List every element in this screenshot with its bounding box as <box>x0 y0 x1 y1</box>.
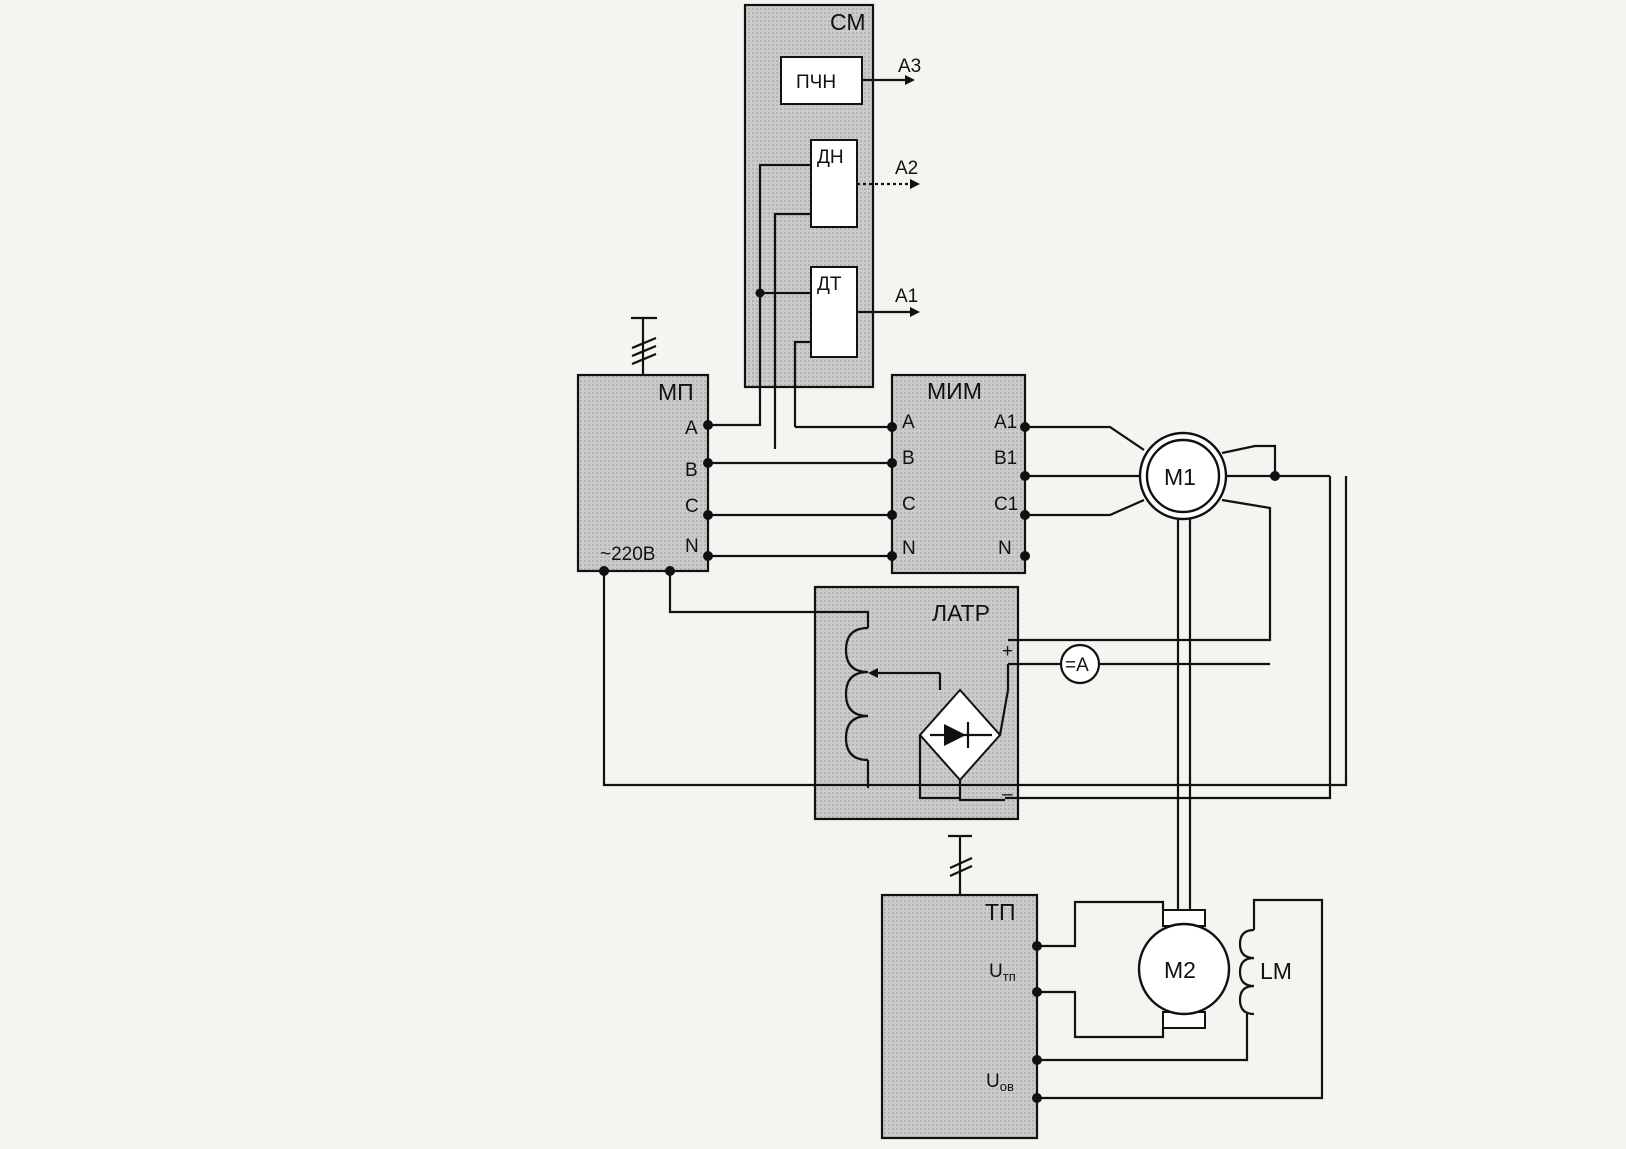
mim-block: МИМ A B C N A1 B1 C1 N <box>890 373 1027 575</box>
wiring <box>602 163 1348 1100</box>
pchn-label: ПЧН <box>796 72 836 93</box>
motor-m1-label: M1 <box>1164 464 1196 490</box>
dn-block: ДН <box>810 139 858 228</box>
mim-terminal-b1: B1 <box>994 448 1017 469</box>
mp-three-phase-input <box>631 316 657 375</box>
mp-supply-label: ~220В <box>600 544 655 565</box>
rectifier-bridge <box>918 688 1002 782</box>
tp-u-tp-sub: тп <box>1003 969 1016 984</box>
tp-u-tp-label: Uтп <box>989 961 1016 984</box>
tp-block: ТП Uтп Uов <box>880 893 1039 1140</box>
sm-label: СМ <box>830 9 866 35</box>
output-a1-label: А1 <box>895 286 918 307</box>
ammeter-label: =A <box>1065 655 1089 676</box>
tp-u-ov-label: Uов <box>986 1071 1014 1094</box>
junctions <box>599 288 1280 1103</box>
tp-u-ov-main: U <box>986 1071 1000 1092</box>
tp-u-ov-sub: ов <box>1000 1079 1014 1094</box>
tp-label: ТП <box>985 899 1016 925</box>
mp-terminal-n: N <box>685 536 699 557</box>
dn-label: ДН <box>817 147 844 168</box>
latr-wiper <box>868 668 942 690</box>
motor-m2: M2 <box>1137 909 1231 1029</box>
pchn-block: ПЧН <box>780 56 863 105</box>
mp-terminal-a: A <box>685 418 698 439</box>
ammeter: =A <box>1059 643 1101 685</box>
mim-terminal-a: A <box>902 412 915 433</box>
output-a3-label: А3 <box>898 56 921 77</box>
mp-terminal-c: C <box>685 496 699 517</box>
field-winding-lm: LM <box>1238 928 1292 1016</box>
mim-label: МИМ <box>927 378 982 404</box>
motor-m1: M1 <box>1138 431 1228 521</box>
latr-label: ЛАТР <box>932 600 990 626</box>
shaft <box>1176 519 1192 910</box>
mim-terminal-b: B <box>902 448 915 469</box>
lm-label: LM <box>1260 958 1292 984</box>
latr-block: ЛАТР + – <box>813 585 1020 821</box>
dt-label: ДТ <box>817 274 842 295</box>
mim-terminal-n-out: N <box>998 538 1012 559</box>
tp-three-phase-input <box>948 834 973 895</box>
mp-terminal-b: B <box>685 460 698 481</box>
tp-u-tp-main: U <box>989 961 1003 982</box>
latr-minus-label: – <box>1002 784 1013 805</box>
mp-label: МП <box>658 379 694 405</box>
mim-terminal-a1: A1 <box>994 412 1017 433</box>
output-a2-label: А2 <box>895 158 918 179</box>
latr-coil <box>844 626 869 762</box>
mim-terminal-c: C <box>902 494 916 515</box>
mim-terminal-n: N <box>902 538 916 559</box>
mp-block: МП A B C N ~220В <box>576 373 710 573</box>
output-arrows: А3 А2 А1 <box>857 56 921 317</box>
latr-plus-label: + <box>1002 641 1013 662</box>
dt-block: ДТ <box>810 266 858 358</box>
mim-terminal-c1: C1 <box>994 494 1018 515</box>
motor-m2-label: M2 <box>1164 957 1196 983</box>
